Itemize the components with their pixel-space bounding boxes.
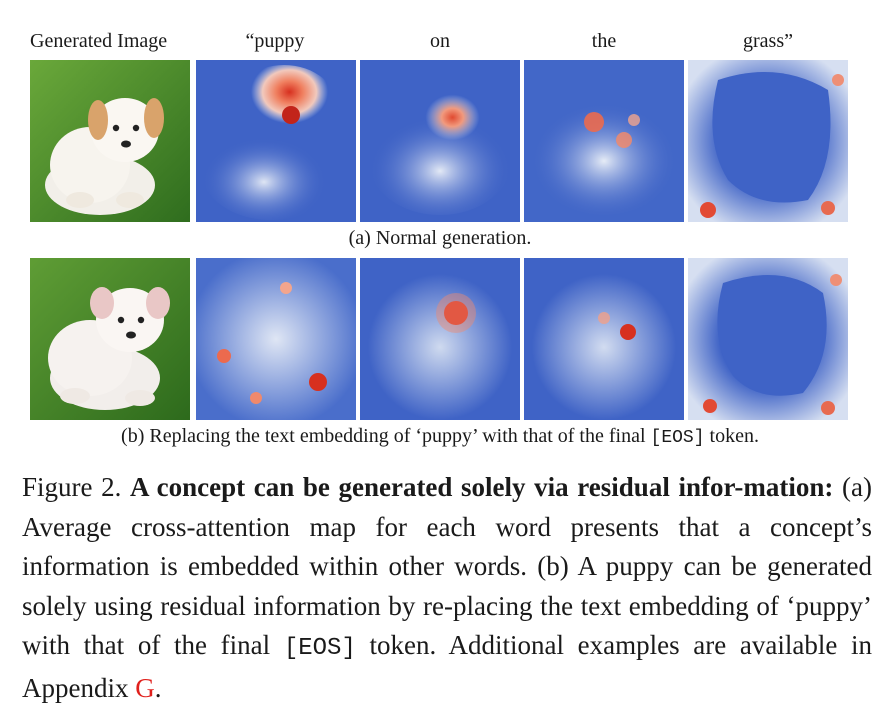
figure-text-2: token. Additional examples are available… — [22, 630, 873, 703]
row-b-caption-after: token. — [709, 425, 759, 447]
attention-map-puppy-a — [196, 60, 356, 222]
column-label-puppy: “puppy — [245, 30, 305, 52]
attention-map-on-b — [360, 258, 520, 420]
column-label-grass: grass” — [743, 30, 793, 52]
figure-caption: Figure 2. A concept can be generated sol… — [22, 468, 872, 708]
figure-text-1: (a) Average cross-attention map for each… — [22, 472, 873, 660]
row-b-caption-before: (b) Replacing the text embedding of ‘pup… — [121, 425, 646, 447]
attention-map-puppy-b — [196, 258, 356, 420]
column-label-the: the — [591, 30, 617, 52]
row-a-caption: (a) Normal generation. — [348, 227, 532, 249]
attention-map-grass-b — [688, 258, 848, 420]
attention-map-the-b — [524, 258, 684, 420]
attention-map-on-a — [360, 60, 520, 222]
figure-bold-title: A concept can be generated solely via re… — [130, 472, 834, 502]
column-label-on: on — [430, 30, 450, 52]
generated-image-puppy-a — [30, 60, 190, 222]
figure-caption-end: . — [154, 672, 162, 703]
figure-eos-token: [EOS] — [283, 635, 356, 662]
generated-image-puppy-b — [30, 258, 190, 420]
row-b-caption-token: [EOS] — [650, 428, 705, 448]
column-label-generated-image: Generated Image — [30, 30, 168, 52]
row-b-caption: (b) Replacing the text embedding of ‘pup… — [121, 425, 759, 448]
attention-map-the-a — [524, 60, 684, 222]
attention-map-grass-a — [688, 60, 848, 222]
figure-label: Figure 2. — [22, 472, 122, 502]
appendix-link[interactable]: G — [135, 672, 155, 703]
